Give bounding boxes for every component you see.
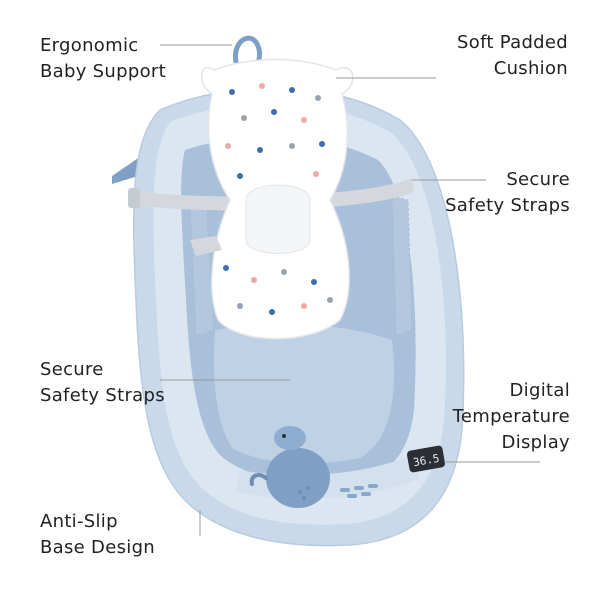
drain-button xyxy=(354,486,364,490)
thermometer-display-icon: 36.5 xyxy=(406,445,446,473)
tub-floor xyxy=(213,324,395,464)
callout-anti-slip-base-design: Anti-Slip Base Design xyxy=(40,509,155,561)
temperature-reading: 36.5 xyxy=(412,452,440,469)
callout-soft-padded-cushion: Soft Padded Cushion xyxy=(457,30,568,82)
callout-digital-temperature-display: Digital Temperature Display xyxy=(453,378,570,456)
callout-line: Safety Straps xyxy=(445,195,570,216)
callout-line: Temperature xyxy=(452,406,570,427)
callout-line: Digital xyxy=(509,380,570,401)
cushion-cutout xyxy=(245,184,311,254)
drain-button xyxy=(361,492,371,496)
callout-line: Safety Straps xyxy=(40,385,165,406)
callout-ergonomic-baby-support: Ergonomic Baby Support xyxy=(40,33,166,85)
drain-button xyxy=(347,494,357,498)
strap-buckle-left xyxy=(128,188,140,208)
safety-strap-middle xyxy=(190,236,222,256)
callout-line: Base Design xyxy=(40,537,156,558)
callout-line: Display xyxy=(501,432,570,453)
callout-secure-safety-straps-right: Secure Safety Straps xyxy=(445,167,570,219)
whale-toy-icon xyxy=(249,426,330,508)
callout-line: Secure xyxy=(40,359,104,380)
leader-lines xyxy=(160,44,540,536)
callout-line: Cushion xyxy=(493,58,568,79)
callout-line: Ergonomic xyxy=(40,35,139,56)
drain-button xyxy=(368,484,378,488)
callout-line: Secure xyxy=(506,169,570,190)
safety-strap-top xyxy=(132,178,414,211)
tub-wall-texture-right xyxy=(391,195,413,337)
cushion-star-pattern xyxy=(223,83,333,315)
callout-line: Baby Support xyxy=(40,61,166,82)
callout-line: Anti-Slip xyxy=(40,511,118,532)
callout-secure-safety-straps-left: Secure Safety Straps xyxy=(40,357,165,409)
drain-button xyxy=(340,488,350,492)
callout-line: Soft Padded xyxy=(457,32,568,53)
